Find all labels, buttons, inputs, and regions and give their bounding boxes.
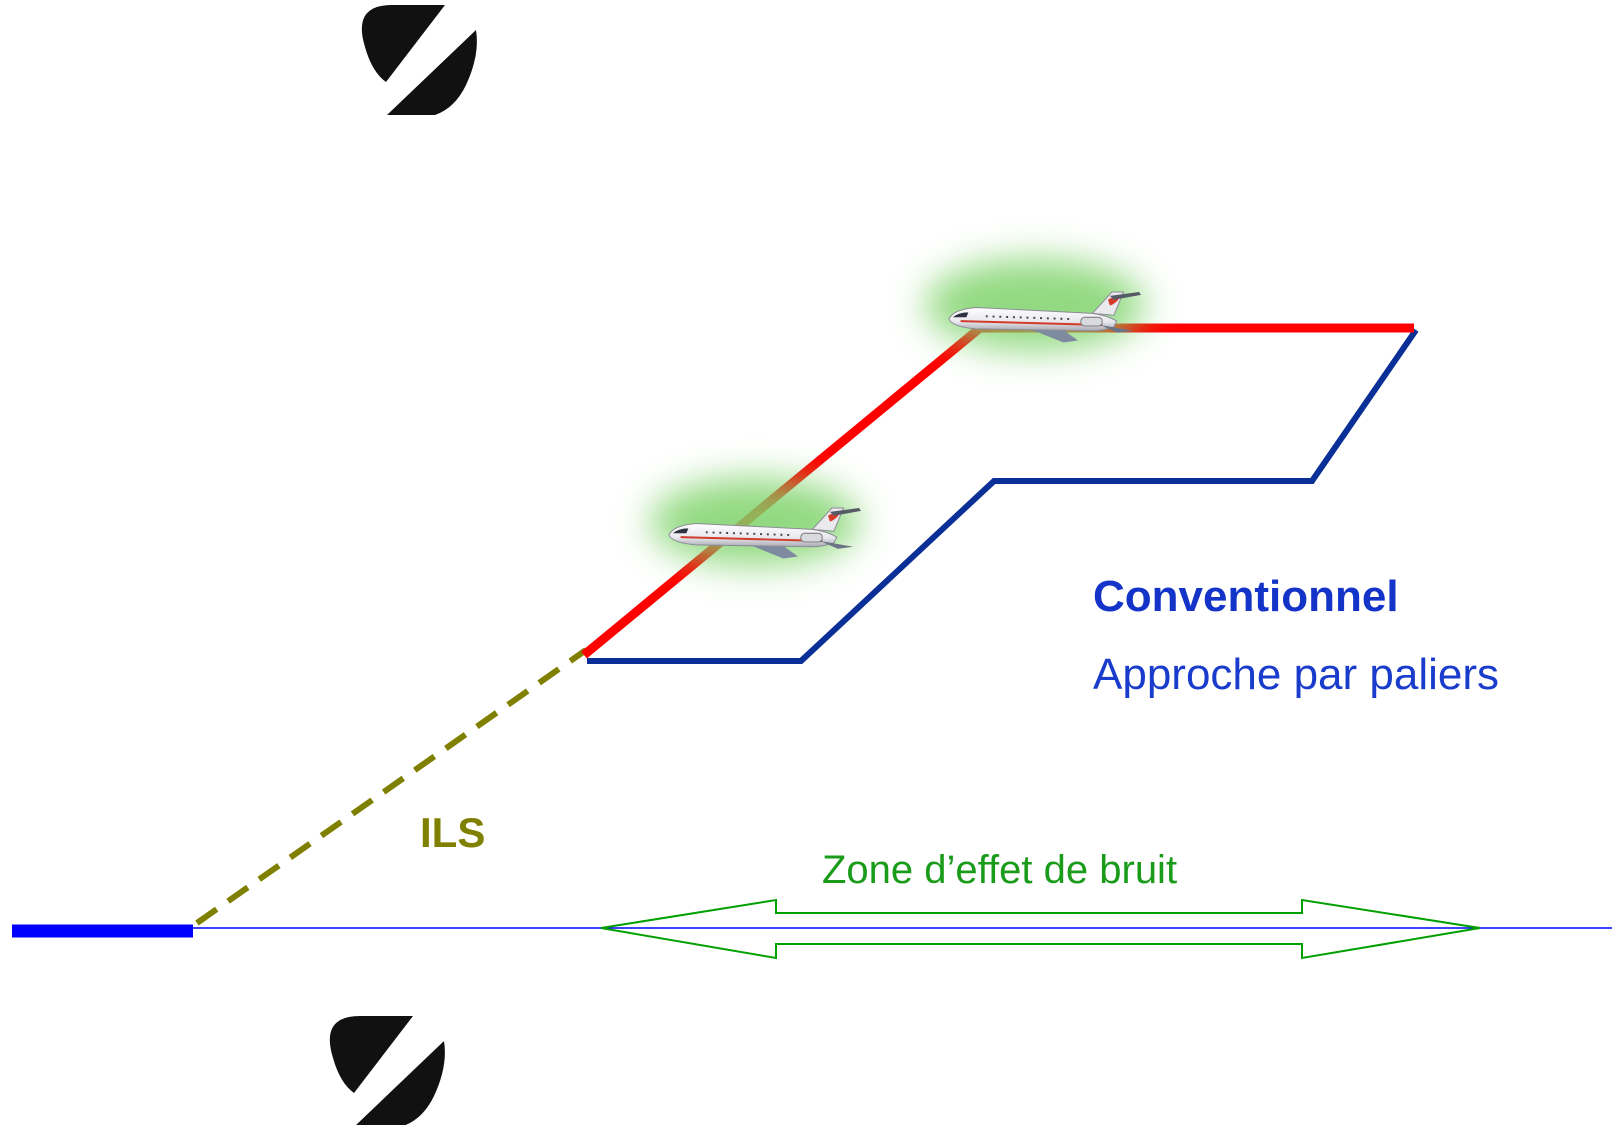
logo-bottom-icon [329, 1016, 445, 1125]
noise-zone-label: Zone d’effet de bruit [822, 848, 1178, 892]
conventional-label: Conventionnel [1093, 572, 1399, 621]
ils-label: ILS [420, 809, 486, 856]
ils-glide-path [195, 647, 588, 926]
step-approach-path [587, 328, 1419, 664]
aircraft-level-icon [925, 259, 1145, 351]
step-approach-label: Approche par paliers [1093, 650, 1500, 699]
logo-top-icon [361, 5, 477, 115]
noise-zone-arrow [600, 898, 1481, 960]
aircraft-on-slope-icon [650, 478, 862, 566]
